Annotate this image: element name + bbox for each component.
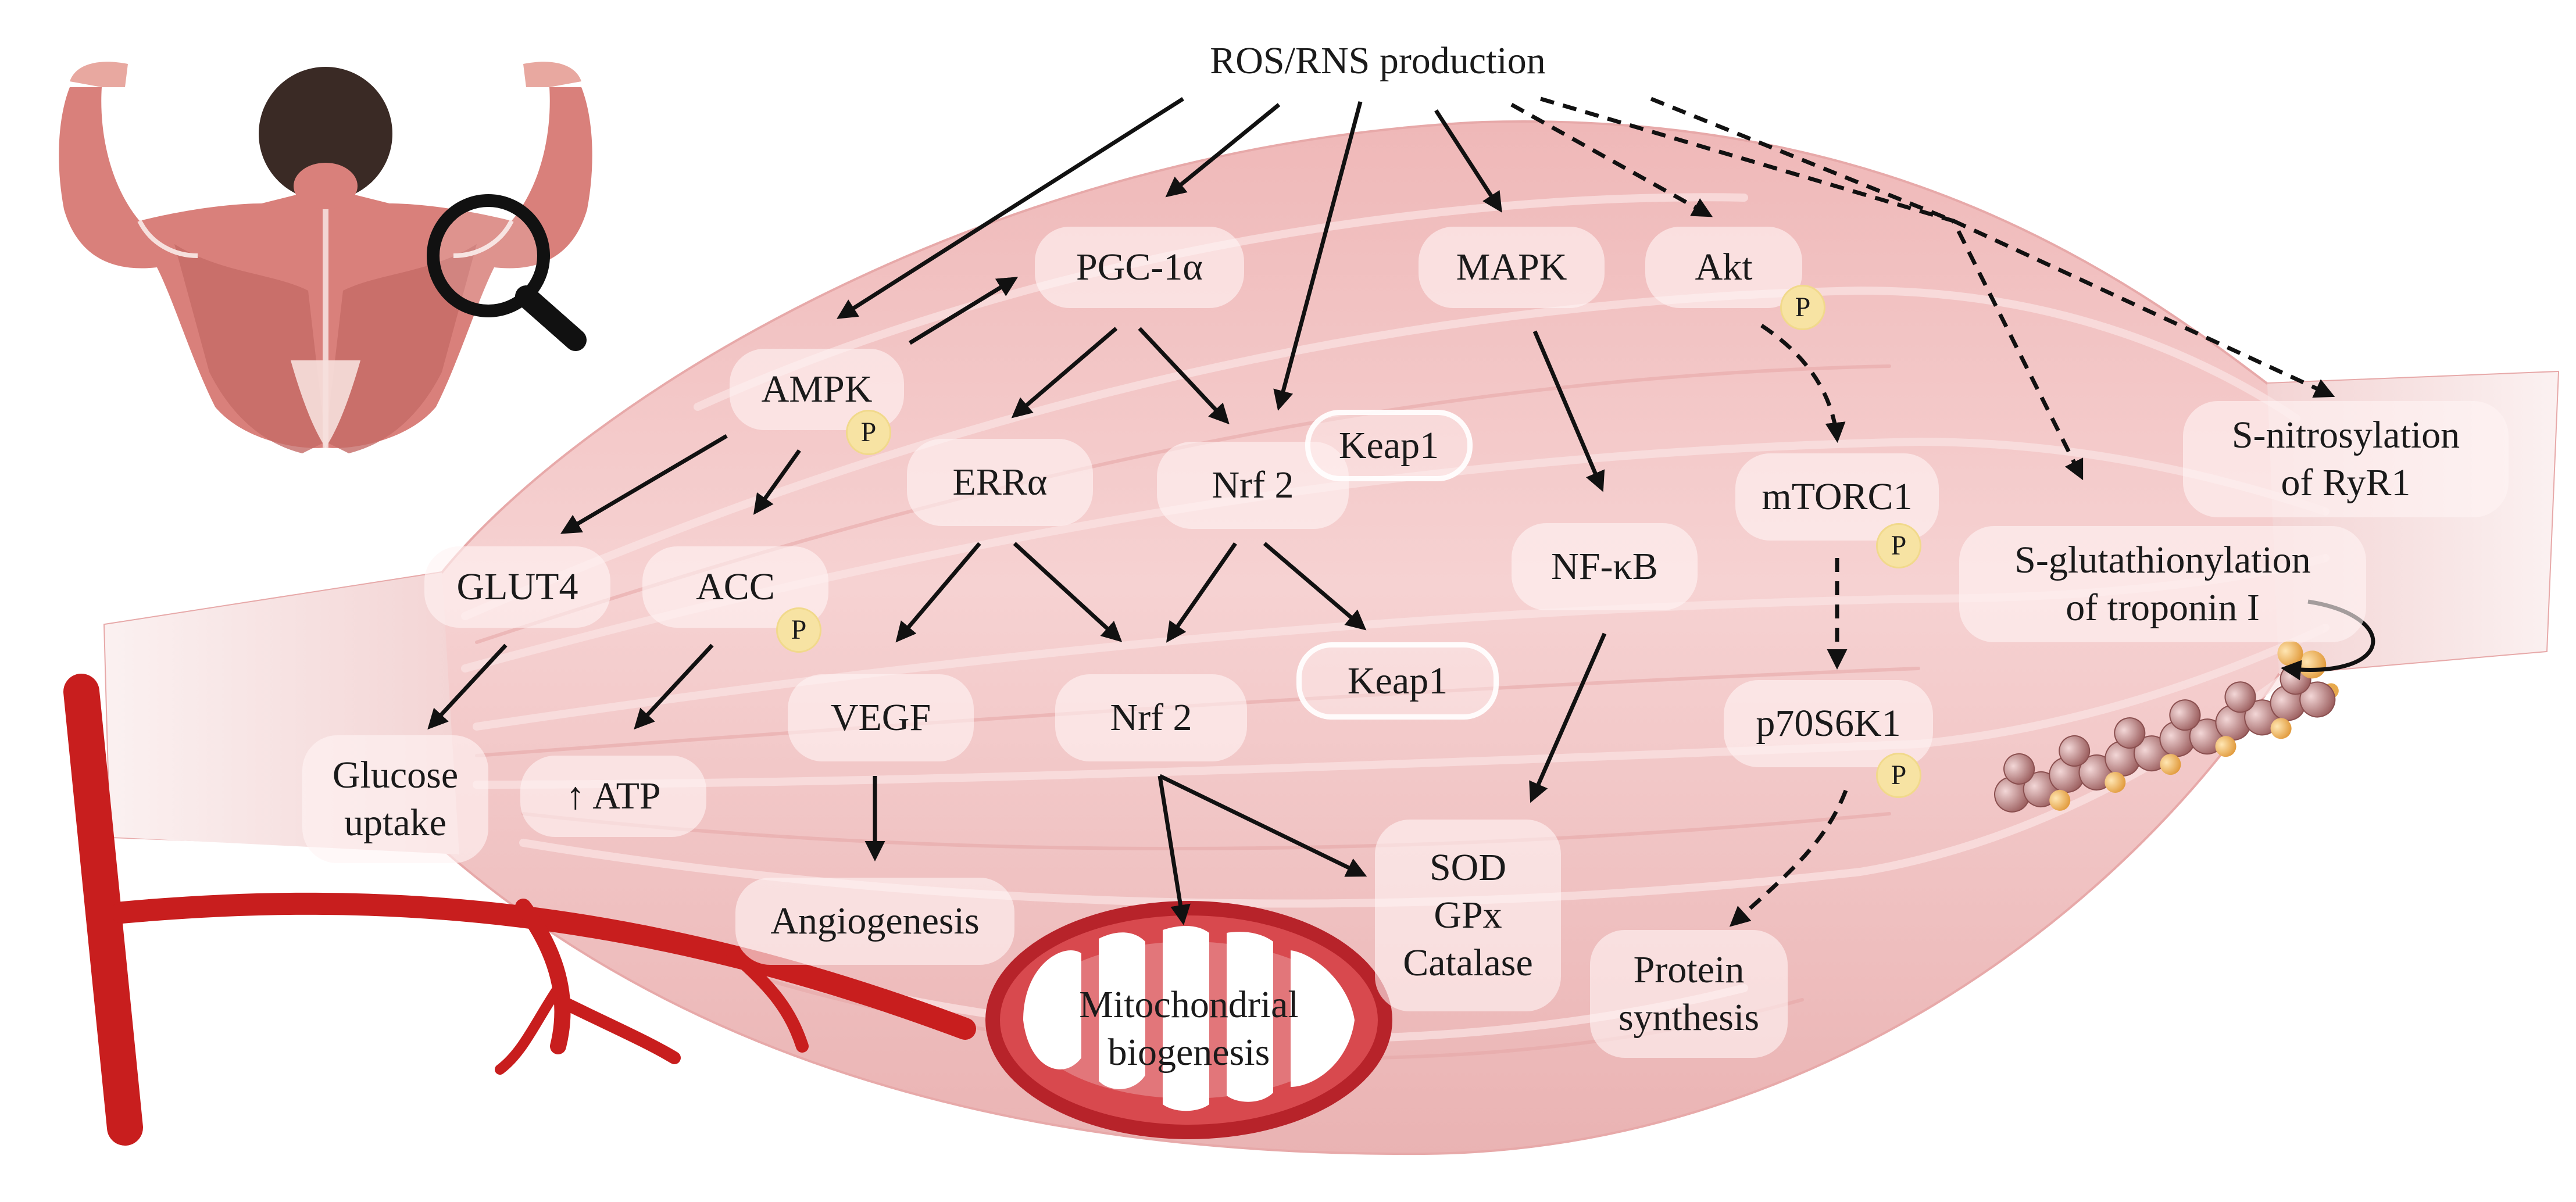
s-nitrosylation-line2: of RyR1 [2281, 462, 2411, 504]
arrow-glut4-glucose [427, 643, 508, 730]
node-mapk-label: MAPK [1456, 246, 1567, 288]
arrow-acc-atp [634, 643, 714, 730]
node-glucose-uptake: Glucose uptake [302, 735, 488, 863]
arrow-nfkb-sod [1529, 632, 1607, 803]
node-akt-label: Akt [1695, 246, 1753, 288]
arrow-nrf2-keap1 [1263, 542, 1367, 631]
node-mapk: MAPK [1419, 227, 1605, 308]
glucose-uptake-line1: Glucose [332, 754, 459, 796]
node-acc-label: ACC [696, 566, 775, 608]
arrow-nrf2-nrf2 [1166, 542, 1237, 643]
node-mtorc1: mTORC1 [1735, 453, 1939, 541]
arrow-pgc1a-ampk [909, 277, 1018, 345]
blood-vessel-icon [63, 674, 976, 1146]
node-angiogenesis: Angiogenesis [735, 878, 1014, 965]
phospho-badge-p70s6k1: P [1876, 753, 1921, 798]
catalase-label: Catalase [1403, 942, 1533, 984]
node-nrf2-bottom: Nrf 2 [1055, 674, 1247, 761]
mitochondrial-biogenesis-line1: Mitochondrial [1079, 983, 1299, 1026]
arrow-pgc1a-erra [1011, 327, 1118, 418]
protein-synthesis-line1: Protein [1633, 949, 1745, 991]
arrow-ros-ampk [837, 97, 1184, 319]
mitochondrial-biogenesis-line2: biogenesis [1107, 1031, 1270, 1074]
arrow-mapk-nfkb [1532, 330, 1605, 492]
node-protein-synthesis: Protein synthesis [1590, 930, 1788, 1058]
node-vegf-label: VEGF [830, 696, 931, 739]
node-erra: ERRα [907, 439, 1093, 526]
node-akt: Akt [1645, 227, 1802, 308]
node-angiogenesis-label: Angiogenesis [770, 900, 980, 942]
node-keap1-bottom-label: Keap1 [1347, 659, 1448, 702]
node-vegf: VEGF [788, 674, 974, 761]
magnifier-icon [427, 194, 587, 351]
node-erra-label: ERRα [952, 461, 1048, 503]
node-nrf2-top-label: Nrf 2 [1212, 464, 1294, 506]
sod-label: SOD [1429, 846, 1507, 889]
node-glut4: GLUT4 [424, 546, 610, 628]
node-pgc1a-label: PGC-1α [1076, 246, 1203, 288]
pathway-arrows [427, 96, 2375, 927]
arrow-ros-mapk [1434, 109, 1502, 213]
node-s-glutathionylation: S-glutathionylation of troponin I [1959, 526, 2366, 642]
arrow-erra-vegf [895, 542, 981, 643]
arrow-pgc1a-nrf2 [1138, 327, 1230, 425]
arrow-ros-snitro [1650, 96, 2335, 398]
arrow-ampk-glut4 [560, 434, 728, 534]
node-nfkb: NF-κB [1512, 523, 1698, 610]
node-nfkb-label: NF-κB [1551, 545, 1658, 588]
node-mitochondrial-biogenesis: Mitochondrial biogenesis [1035, 971, 1343, 1087]
arrow-ros-pgc1a [1165, 103, 1281, 198]
glucose-uptake-line2: uptake [344, 802, 446, 844]
ros-rns-text: ROS/RNS production [1210, 40, 1546, 82]
arrow-nrf2-mito [1157, 775, 1191, 925]
node-keap1-top: Keap1 [1305, 410, 1473, 481]
protein-synthesis-line2: synthesis [1618, 996, 1760, 1039]
node-ampk-label: AMPK [761, 368, 873, 410]
s-nitrosylation-line1: S-nitrosylation [2231, 414, 2460, 456]
node-p70s6k1-label: p70S6K1 [1756, 702, 1901, 745]
myofibril-icon [1994, 641, 2339, 813]
node-antioxidant-enzymes: SOD GPx Catalase [1375, 820, 1561, 1011]
node-s-nitrosylation: S-nitrosylation of RyR1 [2183, 401, 2509, 517]
arrow-ampk-acc [753, 449, 801, 515]
arrow-akt-mtorc1 [1760, 324, 1846, 443]
phospho-badge-acc: P [776, 607, 821, 653]
node-mtorc1-label: mTORC1 [1762, 475, 1913, 518]
gpx-label: GPx [1434, 894, 1502, 936]
node-atp-label: ↑ ATP [566, 775, 661, 817]
arrow-ros-akt [1510, 102, 1713, 217]
human-back-icon [59, 62, 592, 453]
arrow-p70-protein [1729, 789, 1848, 927]
phospho-badge-ampk: P [846, 410, 891, 455]
arrow-erra-nrf2 [1013, 542, 1123, 642]
node-keap1-bottom: Keap1 [1296, 642, 1499, 720]
arrow-nrf2-sod [1159, 774, 1367, 877]
node-pgc1a: PGC-1α [1035, 227, 1244, 308]
node-keap1-top-label: Keap1 [1338, 424, 1439, 467]
s-glutathionylation-line2: of troponin I [2066, 586, 2260, 629]
node-atp: ↑ ATP [520, 756, 706, 837]
node-nrf2-bottom-label: Nrf 2 [1110, 696, 1192, 739]
s-glutathionylation-line1: S-glutathionylation [2014, 539, 2311, 581]
phospho-badge-akt: P [1780, 285, 1825, 330]
arrow-ros-nrf2 [1273, 101, 1363, 411]
phospho-badge-mtorc1: P [1876, 523, 1921, 568]
node-glut4-label: GLUT4 [456, 566, 578, 608]
ros-rns-label: ROS/RNS production [1151, 35, 1605, 87]
mitochondrion-icon [985, 901, 1392, 1139]
